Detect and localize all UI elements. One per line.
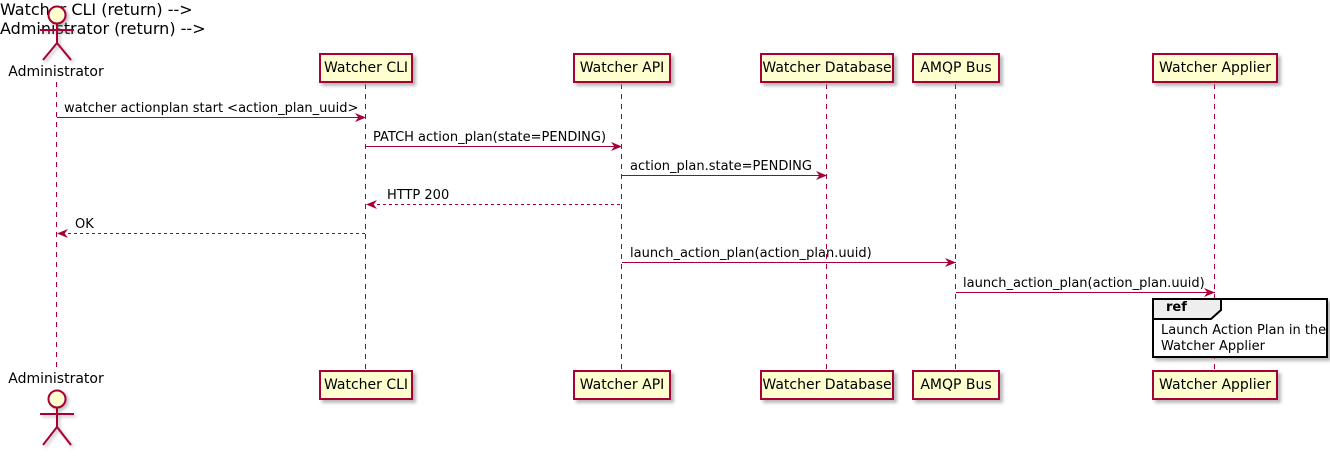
message-2-line bbox=[366, 146, 617, 147]
message-1-line bbox=[57, 117, 361, 118]
message-5-arrowhead-icon bbox=[57, 229, 68, 238]
participant-watcher-cli: Watcher CLI bbox=[319, 53, 413, 83]
participant-watcher-applier: Watcher Applier bbox=[1152, 53, 1278, 83]
ref-header-pentagon-icon bbox=[1152, 298, 1222, 320]
participant-watcher-api: Watcher API bbox=[573, 53, 671, 83]
actor-icon-footer bbox=[40, 389, 74, 446]
message-4-line bbox=[377, 204, 622, 205]
lifeline-watcher-database bbox=[826, 84, 827, 370]
message-4-label: HTTP 200 bbox=[387, 188, 450, 203]
message-3-arrowhead-icon bbox=[816, 171, 827, 180]
lifeline-watcher-applier bbox=[1214, 84, 1215, 370]
message-6-line bbox=[622, 262, 956, 263]
participant-watcher-applier-footer: Watcher Applier bbox=[1152, 370, 1278, 400]
message-6-arrowhead-icon bbox=[945, 258, 956, 267]
actor-icon bbox=[40, 5, 74, 61]
participant-amqp-bus: AMQP Bus bbox=[912, 53, 1000, 83]
participant-watcher-api-footer: Watcher API bbox=[573, 370, 671, 400]
message-3-line bbox=[622, 175, 822, 176]
ref-fragment: ref Launch Action Plan in the Watcher Ap… bbox=[1152, 298, 1328, 358]
message-4-arrowhead-icon bbox=[366, 200, 377, 209]
lifeline-watcher-cli bbox=[365, 84, 366, 370]
message-5-line bbox=[68, 233, 366, 234]
ref-text: Launch Action Plan in the Watcher Applie… bbox=[1161, 323, 1326, 355]
message-2-label: PATCH action_plan(state=PENDING) bbox=[373, 130, 607, 145]
message-2-arrowhead-icon bbox=[611, 142, 622, 151]
message-7-label: launch_action_plan(action_plan.uuid) bbox=[963, 276, 1205, 291]
participant-watcher-cli-footer: Watcher CLI bbox=[319, 370, 413, 400]
message-7-arrowhead-icon bbox=[1204, 288, 1215, 297]
participant-watcher-database: Watcher Database bbox=[760, 53, 894, 83]
message-7-line bbox=[956, 292, 1215, 293]
ref-text-line2: Watcher Applier bbox=[1161, 339, 1265, 354]
message-3-label: action_plan.state=PENDING bbox=[630, 159, 812, 174]
ref-text-line1: Launch Action Plan in the bbox=[1161, 323, 1327, 338]
ref-keyword: ref bbox=[1166, 300, 1187, 315]
message-6-label: launch_action_plan(action_plan.uuid) bbox=[630, 246, 872, 261]
message-5-label: OK bbox=[75, 217, 94, 232]
message-1-label: watcher actionplan start <action_plan_uu… bbox=[64, 101, 359, 116]
participant-amqp-bus-footer: AMQP Bus bbox=[912, 370, 1000, 400]
lifeline-watcher-api bbox=[621, 84, 622, 370]
message-1-arrowhead-icon bbox=[355, 113, 366, 122]
lifeline-administrator bbox=[56, 82, 57, 371]
participant-watcher-database-footer: Watcher Database bbox=[760, 370, 894, 400]
actor-label: Administrator bbox=[8, 64, 104, 80]
actor-label-footer: Administrator bbox=[8, 371, 104, 387]
lifeline-amqp-bus bbox=[955, 84, 956, 370]
